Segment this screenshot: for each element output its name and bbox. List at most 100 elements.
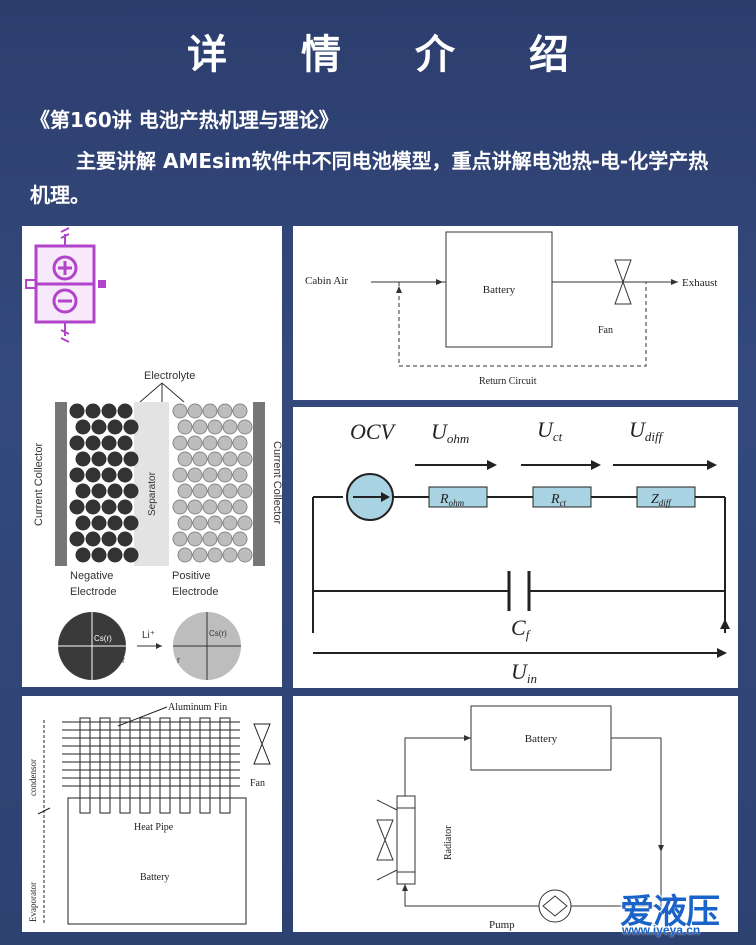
dark-particle: [75, 483, 91, 499]
light-particle: [187, 499, 203, 515]
light-particle: [172, 499, 188, 515]
lesson-title: 《第160讲 电池产热机理与理论》: [30, 108, 339, 132]
dark-particle: [69, 435, 85, 451]
light-particle: [187, 467, 203, 483]
light-particle: [172, 467, 188, 483]
li-ion-label: Li⁺: [142, 630, 155, 641]
r-label-left: r: [122, 655, 125, 665]
battery-cell-diagram: Electrolyte Current Collector Current Co…: [22, 226, 282, 687]
light-particle: [177, 515, 193, 531]
dark-particle: [101, 467, 117, 483]
light-particle: [187, 435, 203, 451]
light-particle: [237, 451, 253, 467]
heat-pipe-tube: [159, 717, 171, 814]
radiator: [396, 795, 416, 885]
dark-particle: [75, 451, 91, 467]
dark-particle: [85, 403, 101, 419]
battery-label: Battery: [483, 284, 516, 296]
dark-particle: [117, 467, 133, 483]
light-particle: [222, 419, 238, 435]
dark-particle: [101, 435, 117, 451]
light-particle: [217, 467, 233, 483]
dark-particle: [91, 515, 107, 531]
dark-particle: [85, 499, 101, 515]
heat-pipe-tube: [199, 717, 211, 814]
dark-particle: [75, 419, 91, 435]
page-title: 详 情 介 绍: [187, 32, 599, 78]
light-particle: [222, 547, 238, 563]
cs-label-right: Cs(r): [209, 629, 227, 638]
light-particle: [232, 435, 248, 451]
heat-pipe-label: Heat Pipe: [134, 822, 174, 833]
u-ct-label: U: [537, 417, 555, 442]
light-particle: [217, 435, 233, 451]
battery-label-lc: Battery: [525, 733, 558, 745]
light-particle: [232, 467, 248, 483]
light-particle: [202, 403, 218, 419]
dark-particle: [69, 531, 85, 547]
r-ohm-sub: ohm: [449, 498, 465, 508]
condensor-label: condensor: [28, 759, 38, 796]
watermark-brand: 爱液压: [620, 892, 720, 932]
heat-pipe-tube: [219, 717, 231, 814]
heat-pipe-diagram: Aluminum Fin Heat Pipe Battery Fan conde…: [22, 696, 282, 932]
svg-text:Uin: Uin: [511, 659, 537, 686]
cf-label: C: [511, 615, 526, 640]
dark-particle: [117, 435, 133, 451]
fan-icon: [614, 259, 632, 305]
dark-particle: [107, 483, 123, 499]
heat-pipe-tube: [79, 717, 91, 814]
svg-text:Rohm: Rohm: [439, 492, 465, 508]
svg-text:Zdiff: Zdiff: [651, 492, 672, 508]
u-ct-sub: ct: [553, 429, 563, 444]
evaporator-label: Evaporator: [28, 882, 38, 922]
light-particle: [232, 499, 248, 515]
light-particle: [217, 499, 233, 515]
current-collector-right-label: Current Collector: [271, 441, 282, 524]
svg-text:Uohm: Uohm: [431, 419, 469, 446]
light-particle: [172, 403, 188, 419]
radiator-label: Radiator: [443, 825, 454, 860]
dark-particle: [85, 435, 101, 451]
dark-particle: [123, 451, 139, 467]
dark-particle: [69, 499, 85, 515]
current-collector-left-label: Current Collector: [33, 443, 45, 526]
light-particle: [202, 435, 218, 451]
dark-particle: [107, 451, 123, 467]
pump-icon: [538, 889, 572, 923]
r-ct-sub: ct: [560, 498, 567, 508]
left-current-collector: [55, 402, 67, 566]
watermark-logo: 爱液压 www.iyeya.cn: [620, 884, 756, 945]
light-particle: [207, 483, 223, 499]
light-particle: [192, 419, 208, 435]
dark-particle: [85, 531, 101, 547]
heat-pipe-tube: [139, 717, 151, 814]
battery-label-hp: Battery: [140, 872, 169, 883]
battery-box: [445, 231, 553, 348]
light-particle: [202, 531, 218, 547]
dark-particle: [107, 515, 123, 531]
negative-electrode-particles: [69, 403, 139, 563]
exhaust-label: Exhaust: [682, 277, 717, 289]
light-particle: [232, 531, 248, 547]
positive-electrode-label-1: Positive: [172, 570, 211, 582]
z-diff-sub: diff: [659, 498, 673, 508]
dark-particle: [101, 531, 117, 547]
return-circuit-label: Return Circuit: [479, 376, 537, 387]
fan-label-hp: Fan: [250, 778, 265, 789]
fan-label: Fan: [598, 325, 613, 336]
dark-particle: [101, 403, 117, 419]
dark-particle: [75, 547, 91, 563]
dark-particle: [91, 483, 107, 499]
dark-particle: [123, 483, 139, 499]
dark-particle: [75, 515, 91, 531]
fan-icon-lc: [376, 819, 394, 861]
dark-particle: [123, 515, 139, 531]
light-particle: [177, 483, 193, 499]
electrolyte-label: Electrolyte: [144, 370, 195, 382]
equivalent-circuit-diagram: OCV Uohm Uct Udiff Rohm Rct Zdiff Cf Uin: [293, 407, 738, 688]
svg-text:Rct: Rct: [550, 492, 567, 508]
negative-electrode-label-2: Electrode: [70, 586, 116, 598]
dark-particle: [101, 499, 117, 515]
negative-electrode-label-1: Negative: [70, 570, 113, 582]
